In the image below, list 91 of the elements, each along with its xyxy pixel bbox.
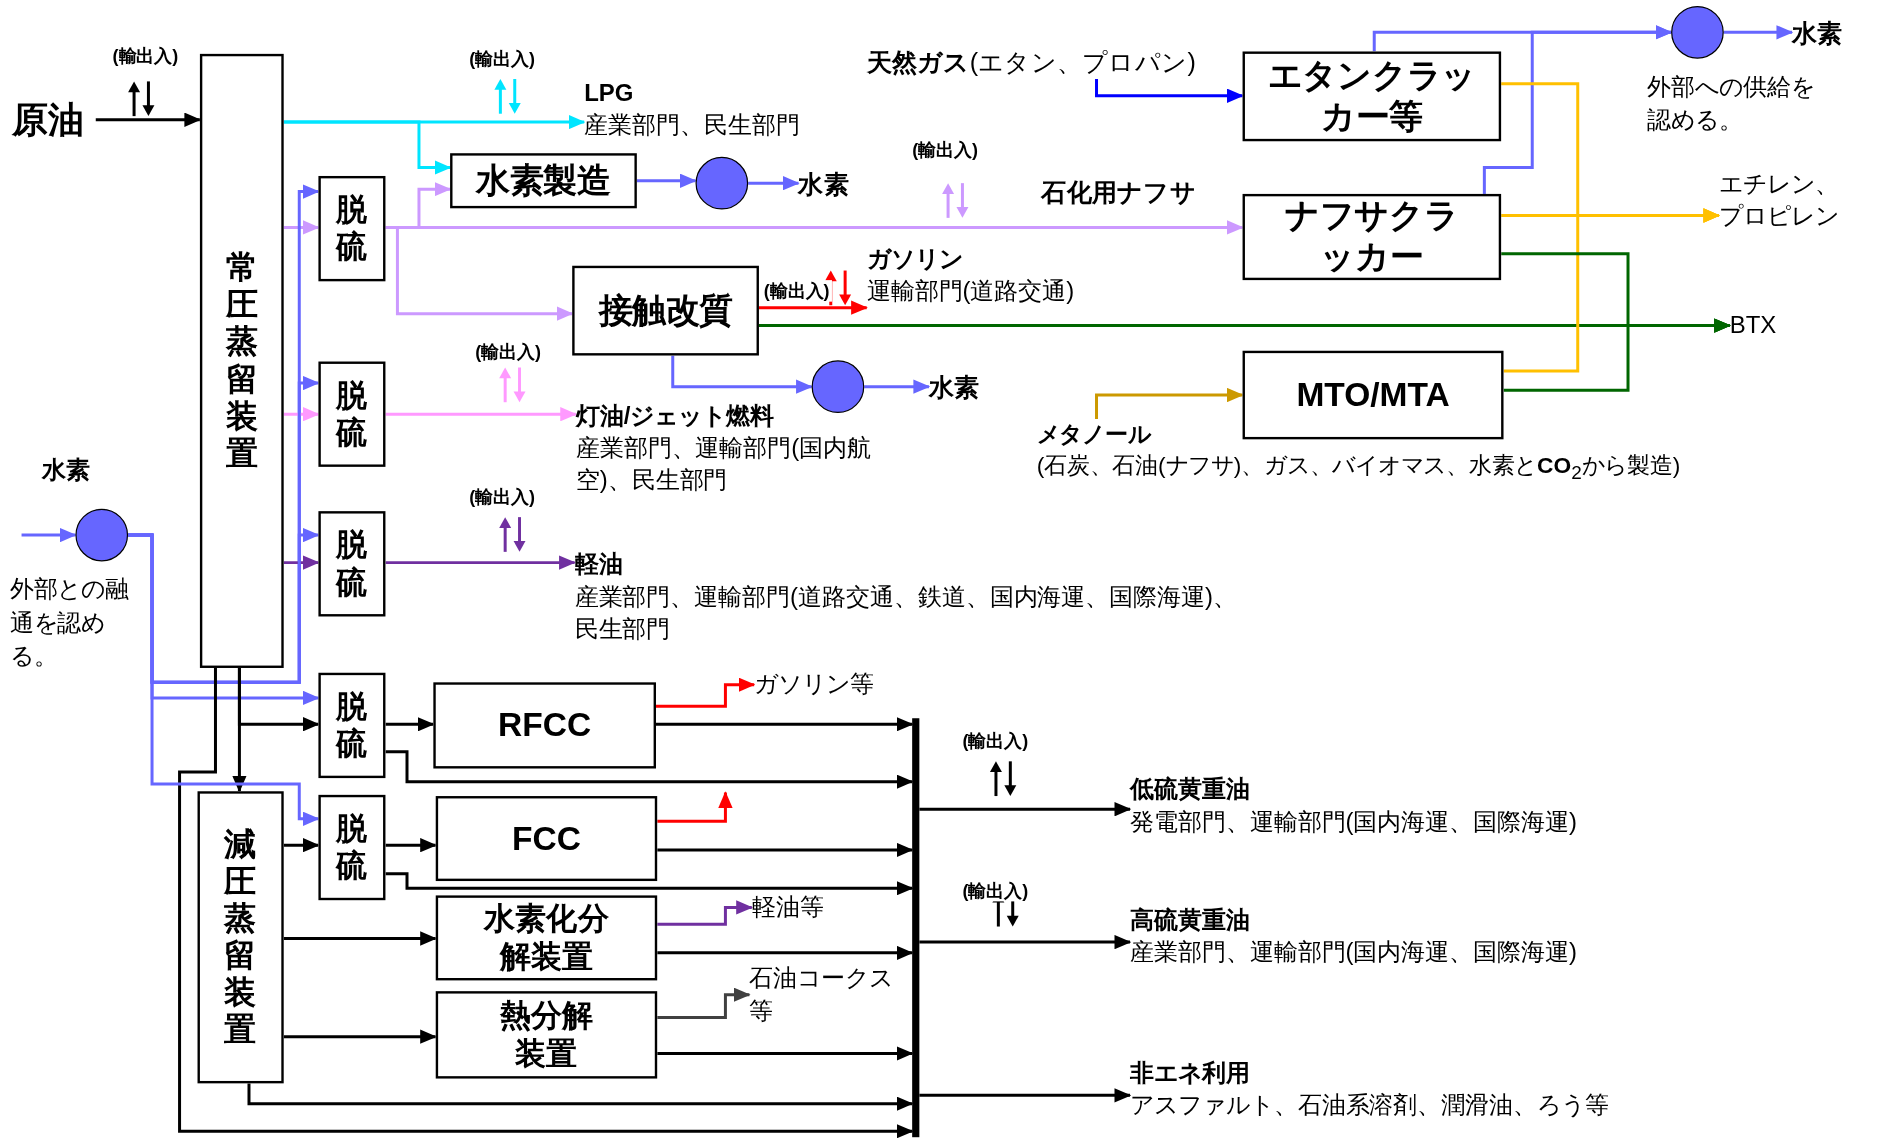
arrow: [385, 407, 577, 422]
process-box: エタンクラッカー等: [1242, 51, 1502, 142]
process-box: 脱硫: [318, 361, 386, 467]
process-box: RFCC: [433, 682, 656, 769]
arrow: [385, 837, 437, 853]
arrow: [1503, 208, 1721, 373]
arrow: [232, 667, 247, 793]
process-box: 減圧蒸留装置: [197, 791, 284, 1084]
arrow: [283, 1029, 437, 1044]
arrow: [657, 945, 914, 961]
process-box: 脱硫: [318, 175, 386, 282]
arrow: [178, 667, 914, 1139]
arrow: [1482, 25, 1673, 194]
junction-circle: [1671, 6, 1724, 59]
process-box: 脱硫: [318, 794, 386, 901]
product-heading: LPG: [584, 78, 635, 108]
process-box: 熱分解装置: [435, 991, 658, 1079]
text-label: 天然ガス(エタン、プロパン): [866, 45, 1226, 80]
product-heading: 軽油: [574, 549, 624, 579]
arrow: [21, 527, 77, 543]
text-label: 石油コークス等: [749, 962, 899, 1028]
product-heading: メタノール: [1036, 420, 1152, 449]
arrow: [657, 791, 733, 823]
arrow: [247, 1083, 914, 1111]
arrow: [385, 555, 576, 570]
node-note: 外部との融通を認める。: [9, 574, 131, 672]
edge-label: (輸出入): [960, 730, 1031, 752]
process-box: ナフサクラッカー: [1242, 193, 1502, 281]
arrow: [657, 842, 914, 858]
text-label: 原油: [11, 95, 96, 144]
arrow: [671, 355, 813, 394]
process-box: 水素化分解装置: [435, 895, 658, 981]
arrow: [1095, 387, 1244, 419]
product-heading: 非エネ利用: [1130, 1058, 1251, 1088]
product-heading: 低硫黄重油: [1130, 774, 1251, 805]
edge-label: (輸出入): [960, 879, 1031, 902]
text-label: 水素: [1792, 16, 1862, 51]
arrow: [385, 750, 914, 789]
arrow: [385, 717, 435, 732]
arrow: [385, 872, 914, 896]
arrow: [657, 1046, 914, 1061]
usage-text: 運輸部門(道路交通): [866, 276, 1076, 307]
text-label: 水素: [928, 371, 999, 405]
process-box: 接触改質: [572, 265, 759, 356]
arrow: [283, 120, 452, 175]
process-box: 脱硫: [318, 511, 386, 617]
node-note: 水素: [41, 455, 91, 485]
product-heading: 灯油/ジェット燃料: [575, 401, 775, 431]
edge-label: (輸出入): [110, 45, 181, 68]
arrow: [656, 677, 756, 708]
text-label: BTX: [1729, 308, 1790, 342]
arrow: [283, 220, 320, 235]
usage-text: 産業部門、運輸部門(国内航空)、民生部門: [575, 433, 873, 496]
text-label: ガソリン等: [754, 667, 904, 701]
product-heading: 高硫黄重油: [1130, 905, 1251, 935]
arrow: [1723, 25, 1794, 40]
usage-text: 発電部門、運輸部門(国内海運、国際海運): [1130, 807, 1578, 837]
edge-label: (輸出入): [761, 280, 832, 302]
arrow: [657, 900, 753, 926]
usage-text: 産業部門、運輸部門(国内海運、国際海運): [1130, 937, 1578, 967]
arrow: [657, 987, 751, 1019]
usage-text: 産業部門、運輸部門(道路交通、鉄道、国内海運、国際海運)、民生部門: [574, 581, 1238, 644]
arrow: [758, 300, 868, 315]
arrow: [1095, 79, 1244, 103]
arrow: [1503, 318, 1731, 392]
arrow: [919, 802, 1132, 817]
arrow: [128, 533, 320, 826]
text-label: エチレン、プロピレン: [1719, 167, 1854, 233]
arrow: [748, 175, 800, 191]
process-box: MTO/MTA: [1242, 350, 1504, 440]
arrow: [283, 931, 437, 946]
process-box: 脱硫: [318, 672, 386, 779]
arrow: [385, 225, 574, 321]
text-label: 水素: [798, 167, 868, 202]
arrow: [919, 1088, 1132, 1103]
process-box: 常圧蒸留装置: [199, 53, 284, 668]
arrow: [864, 379, 931, 394]
arrow: [283, 555, 320, 570]
arrow: [283, 837, 320, 853]
text-label: 軽油等: [751, 890, 848, 923]
product-heading: ガソリン: [866, 244, 964, 274]
usage-text: アスファルト、石油系溶剤、潤滑油、ろう等: [1130, 1090, 1610, 1121]
collector-bar: [912, 718, 920, 1138]
node-note: 外部への供給を認める。: [1647, 72, 1816, 135]
arrow: [636, 173, 697, 188]
arrow: [283, 407, 320, 422]
usage-text: 産業部門、民生部門: [584, 110, 801, 140]
arrow: [656, 717, 914, 732]
arrow: [919, 934, 1132, 950]
process-box: 水素製造: [450, 153, 637, 209]
process-box: FCC: [435, 796, 658, 882]
